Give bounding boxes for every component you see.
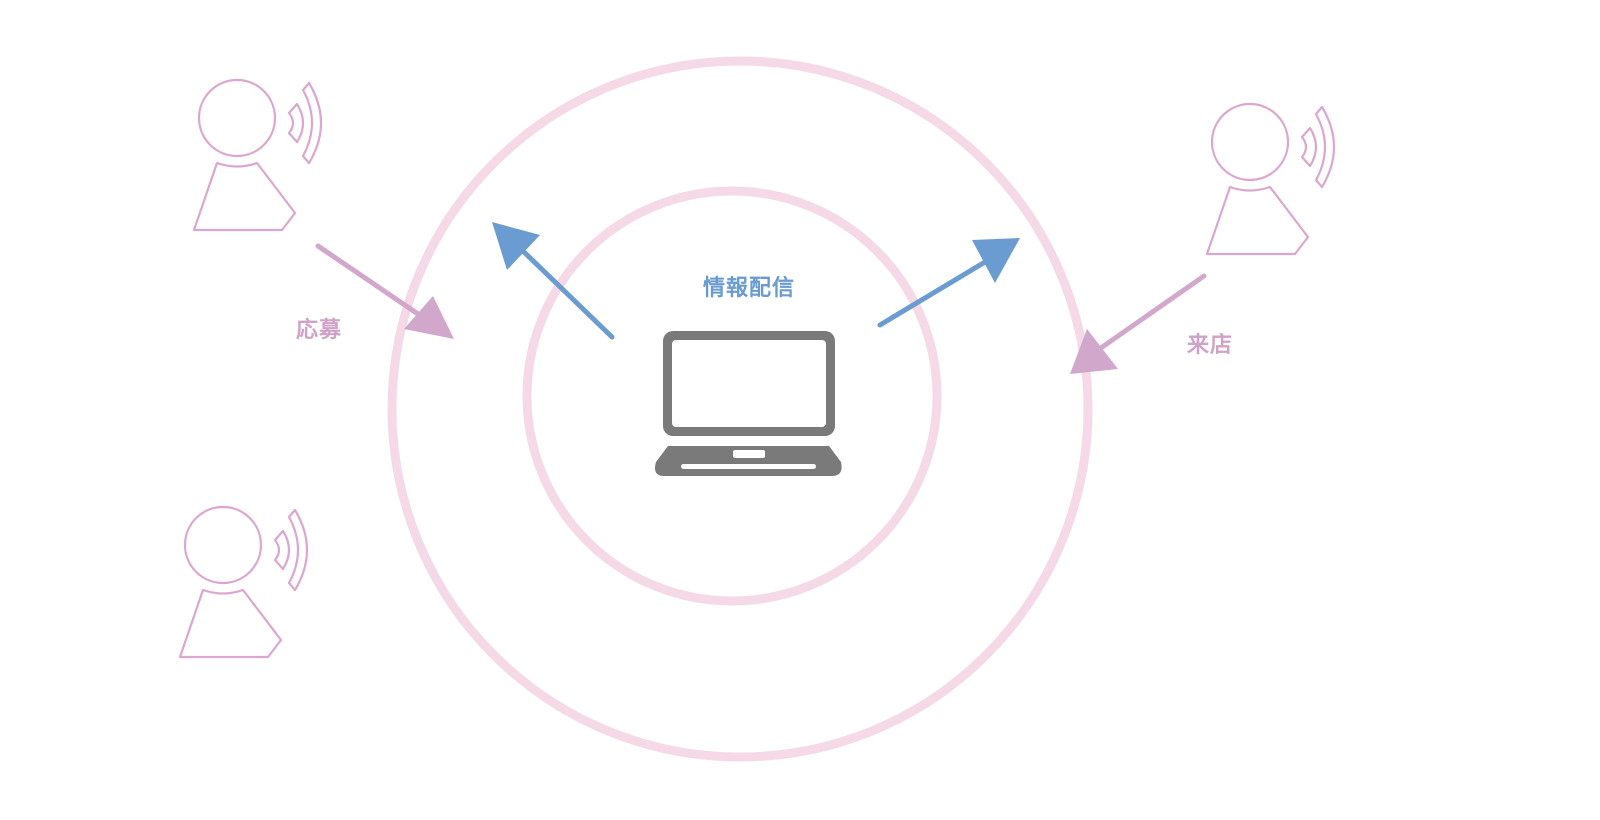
- distribution-label: 情報配信: [702, 276, 795, 301]
- distribution-arrow-right: [877, 238, 1020, 328]
- person-speaking-icon: [178, 505, 309, 659]
- person-speaking-icon: [1205, 102, 1336, 256]
- visit-arrow: [1070, 273, 1207, 374]
- visit-label: 来店: [1187, 333, 1234, 358]
- person-speaking-icon: [192, 78, 323, 232]
- application-arrow: [315, 243, 454, 339]
- application-label: 応募: [296, 318, 343, 343]
- distribution-arrow-left: [492, 222, 615, 340]
- inner-ring: [522, 186, 942, 606]
- outer-ring: [387, 56, 1093, 762]
- laptop-icon: [655, 331, 842, 476]
